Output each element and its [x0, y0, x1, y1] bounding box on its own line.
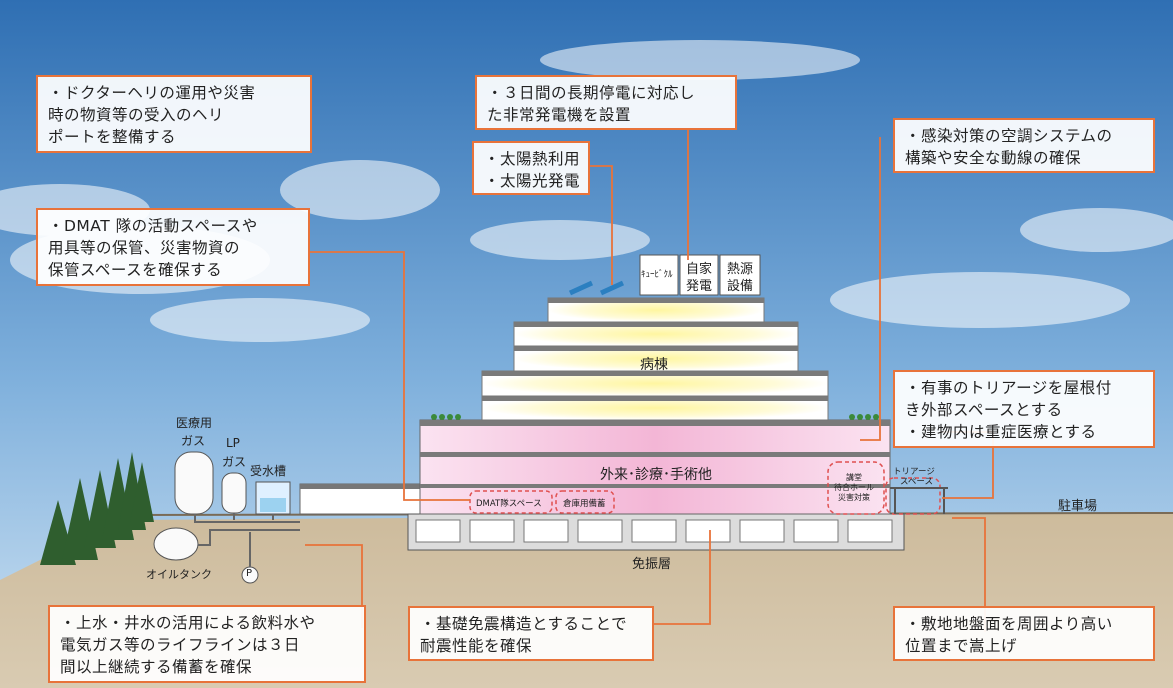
heat-source-box	[719, 254, 761, 296]
leader-lines	[305, 128, 994, 632]
callout-water: ・上水・井水の活用による飲料水や 電気ガス等のライフラインは３日 間以上継続する…	[48, 605, 366, 683]
callout-dmat-line2: 用具等の保管、災害物資の	[48, 239, 241, 257]
pipes	[194, 513, 300, 567]
callout-infection-line1: ・感染対策の空調システムの	[905, 127, 1113, 145]
callout-generator-line1: ・３日間の長期停電に対応し	[487, 84, 696, 102]
callout-dmat-line1: ・DMAT 隊の活動スペースや	[48, 217, 258, 235]
heat-source-label-line1: 熱源	[727, 262, 754, 277]
lobby-label-line2: 待合ホール	[834, 483, 874, 492]
callout-heliport: ・ドクターヘリの運用や災害 時の物資等の受入のヘリ ポートを整備する	[36, 75, 312, 153]
callout-triage-line1: ・有事のトリアージを屋根付	[905, 379, 1112, 397]
callout-heliport-line1: ・ドクターヘリの運用や災害	[48, 84, 256, 102]
outpatient-label: 外来･診療･手術他	[600, 467, 712, 483]
ward-label: 病棟	[640, 357, 668, 373]
pump-label: P	[246, 568, 253, 579]
callout-dmat-line3: 保管スペースを確保する	[48, 261, 223, 279]
triage-canopy	[890, 487, 948, 514]
callout-water-line2: 電気ガス等のライフラインは３日	[60, 636, 301, 654]
callout-generator: ・３日間の長期停電に対応し た非常発電機を設置	[475, 75, 737, 130]
callout-triage: ・有事のトリアージを屋根付 き外部スペースとする ・建物内は重症医療とする	[893, 370, 1155, 448]
medical-gas-tank	[174, 451, 214, 515]
callout-water-line3: 間以上継続する備蓄を確保	[60, 658, 253, 676]
callout-dmat: ・DMAT 隊の活動スペースや 用具等の保管、災害物資の 保管スペースを確保する	[36, 208, 310, 286]
callout-solar-line1: ・太陽熱利用	[484, 150, 581, 168]
parking-label: 駐車場	[1058, 499, 1098, 514]
medical-gas-label-line1: 医療用	[176, 416, 213, 430]
callout-triage-line3: ・建物内は重症医療とする	[905, 423, 1097, 441]
lp-gas-label-line2: ガス	[222, 455, 247, 469]
oil-tank	[153, 527, 199, 561]
callout-seismic: ・基礎免震構造とすることで 耐震性能を確保	[408, 606, 654, 661]
callout-seismic-line1: ・基礎免震構造とすることで	[420, 615, 628, 633]
cubicle-label: ｷｭｰﾋﾞｸﾙ	[641, 270, 673, 280]
heat-source-label-line2: 設備	[727, 279, 754, 294]
dmat-space-label: DMAT隊スペース	[476, 499, 542, 509]
water-level	[260, 498, 286, 512]
callout-infection-line2: 構築や安全な動線の確保	[905, 149, 1082, 167]
callout-solar: ・太陽熱利用 ・太陽光発電	[472, 141, 590, 195]
storage-label: 倉庫用備蓄	[563, 499, 606, 509]
callout-generator-line2: た非常発電機を設置	[487, 106, 632, 124]
isolation-pads	[415, 519, 893, 543]
self-generation-label-line2: 発電	[686, 279, 713, 294]
callout-ground-line2: 位置まで嵩上げ	[905, 637, 1018, 655]
trees	[40, 452, 154, 565]
rooftop-greenery	[431, 414, 879, 420]
lp-gas-label-line1: LP	[226, 436, 240, 450]
dashed-spaces	[469, 461, 941, 515]
solar-panels	[568, 280, 625, 296]
lobby-label-line3: 災害対策	[838, 493, 870, 502]
callout-heliport-line3: ポートを整備する	[48, 128, 177, 146]
isolation-layer-label: 免振層	[632, 557, 672, 572]
triage-space-label-line2: スペース	[900, 477, 933, 487]
callout-water-line1: ・上水・井水の活用による飲料水や	[60, 614, 316, 632]
cubicle-box	[639, 254, 679, 296]
lp-gas-tank	[221, 472, 247, 514]
callout-solar-line2: ・太陽光発電	[484, 172, 581, 190]
self-generation-box	[679, 254, 719, 296]
triage-space-label-line1: トリアージ	[893, 467, 935, 477]
callout-infection-control: ・感染対策の空調システムの 構築や安全な動線の確保	[893, 118, 1155, 173]
callout-seismic-line2: 耐震性能を確保	[420, 637, 533, 655]
callout-ground-raise: ・敷地地盤面を周囲より高い 位置まで嵩上げ	[893, 606, 1155, 661]
medical-gas-label-line2: ガス	[181, 434, 206, 448]
callout-heliport-line2: 時の物資等の受入のヘリ	[48, 106, 225, 124]
self-generation-label-line1: 自家	[686, 262, 713, 277]
oil-tank-label: オイルタンク	[146, 568, 212, 581]
lobby-label-line1: 講堂	[846, 473, 862, 482]
water-tank-label: 受水槽	[250, 464, 287, 478]
podium-floors	[419, 419, 891, 515]
callout-triage-line2: き外部スペースとする	[905, 401, 1063, 419]
callout-ground-line1: ・敷地地盤面を周囲より高い	[905, 615, 1113, 633]
ward-tower	[481, 297, 829, 421]
